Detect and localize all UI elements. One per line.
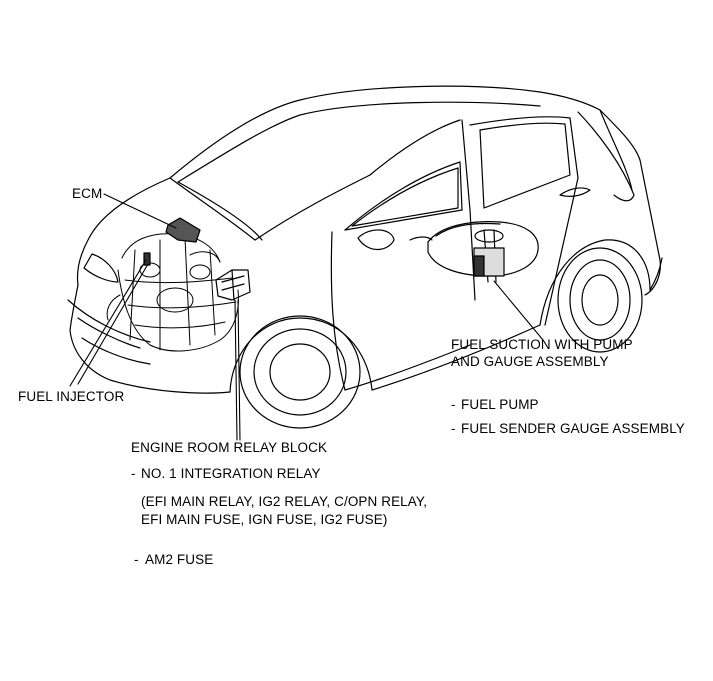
leader-lines (69, 193, 544, 441)
fuel-pump-label: FUEL PUMP (461, 397, 539, 412)
fuel-injector-part (143, 252, 151, 266)
engine-assembly (106, 233, 239, 352)
dash-marker: - (451, 397, 456, 412)
fuel-tank-assembly (427, 221, 539, 283)
dash-marker: - (131, 466, 136, 481)
fuel-injector-label: FUEL INJECTOR (18, 389, 125, 404)
fuel-sender-gauge-label: FUEL SENDER GAUGE ASSEMBLY (461, 421, 685, 436)
am2-fuse-label: AM2 FUSE (145, 552, 214, 567)
fuel-suction-label-line1: FUEL SUCTION WITH PUMP (451, 337, 633, 352)
ecm-label: ECM (72, 186, 103, 201)
car-body-outline (67, 85, 663, 429)
fuel-suction-label-line2: AND GAUGE ASSEMBLY (451, 354, 609, 369)
relay-list-line2: EFI MAIN FUSE, IGN FUSE, IG2 FUSE) (141, 512, 388, 527)
relay-list-line1: (EFI MAIN RELAY, IG2 RELAY, C/OPN RELAY, (141, 494, 428, 509)
engine-room-relay-block-part (215, 269, 251, 301)
dash-marker: - (134, 552, 139, 567)
dash-marker: - (451, 421, 456, 436)
engine-room-relay-block-label: ENGINE ROOM RELAY BLOCK (131, 440, 328, 455)
integration-relay-label: NO. 1 INTEGRATION RELAY (141, 466, 321, 481)
ecm-unit (165, 217, 201, 243)
